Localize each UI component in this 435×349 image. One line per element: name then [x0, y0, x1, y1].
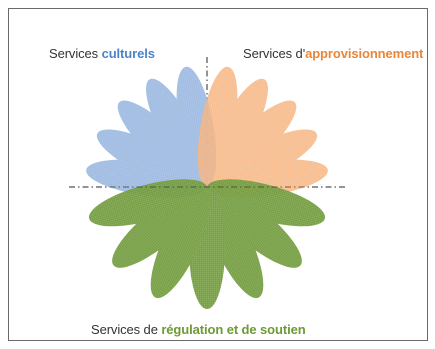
label-prefix: Services d' — [243, 46, 306, 61]
petals-regulation — [88, 179, 326, 309]
label-highlight: culturels — [101, 46, 155, 61]
label-prefix: Services — [49, 46, 102, 61]
label-highlight: approvisionnement — [305, 46, 424, 61]
label-services-regulation: Services de régulation et de soutien — [91, 322, 306, 337]
petal-regulation-texture-7 — [88, 179, 208, 227]
petal-regulation-texture-1 — [206, 179, 326, 227]
diagram-frame: Services culturels Services d'approvisio… — [8, 8, 428, 341]
label-prefix: Services de — [91, 322, 162, 337]
flower-diagram — [69, 57, 345, 309]
label-services-approvisionnement: Services d'approvisionnement — [243, 46, 423, 61]
label-services-culturels: Services culturels — [49, 46, 155, 61]
label-highlight: régulation et de soutien — [161, 322, 306, 337]
